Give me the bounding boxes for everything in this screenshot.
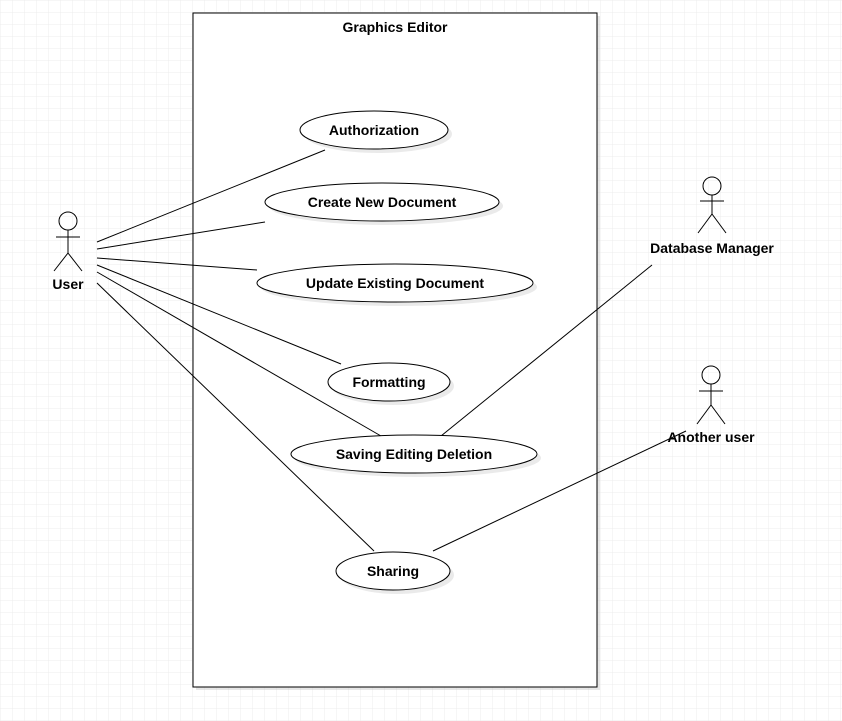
assoc-user-update-document xyxy=(96,257,258,271)
use-case-label: Formatting xyxy=(352,374,425,390)
actor-database-manager[interactable]: Database Manager xyxy=(650,176,774,256)
assoc-anotheruser-sharing xyxy=(432,430,687,552)
use-case-authorization[interactable]: Authorization xyxy=(299,110,452,153)
use-case-saving-editing-deletion[interactable]: Saving Editing Deletion xyxy=(290,434,541,477)
use-case-label: Create New Document xyxy=(308,194,457,210)
use-case-label: Saving Editing Deletion xyxy=(336,446,492,462)
assoc-user-formatting xyxy=(96,264,342,365)
actor-label: User xyxy=(52,276,84,292)
use-case-update-existing-document[interactable]: Update Existing Document xyxy=(256,263,537,306)
assoc-user-saving xyxy=(96,271,382,437)
assoc-user-authorization xyxy=(96,149,326,243)
use-case-create-new-document[interactable]: Create New Document xyxy=(264,182,503,225)
assoc-user-create-document xyxy=(96,221,266,250)
use-case-label: Sharing xyxy=(367,563,419,579)
associations xyxy=(96,149,687,552)
system-title: Graphics Editor xyxy=(342,19,448,35)
use-case-label: Authorization xyxy=(329,122,419,138)
stick-figure-icon xyxy=(53,211,83,272)
actor-user[interactable]: User xyxy=(52,211,84,292)
actor-label: Another user xyxy=(667,429,755,445)
actor-label: Database Manager xyxy=(650,240,774,256)
use-case-label: Update Existing Document xyxy=(306,275,484,291)
assoc-dbmanager-saving xyxy=(440,264,653,437)
stick-figure-icon xyxy=(697,176,727,234)
actor-another-user[interactable]: Another user xyxy=(667,365,755,445)
use-case-sharing[interactable]: Sharing xyxy=(335,551,454,594)
use-case-formatting[interactable]: Formatting xyxy=(327,362,454,405)
assoc-user-sharing xyxy=(96,282,375,552)
stick-figure-icon xyxy=(696,365,726,425)
